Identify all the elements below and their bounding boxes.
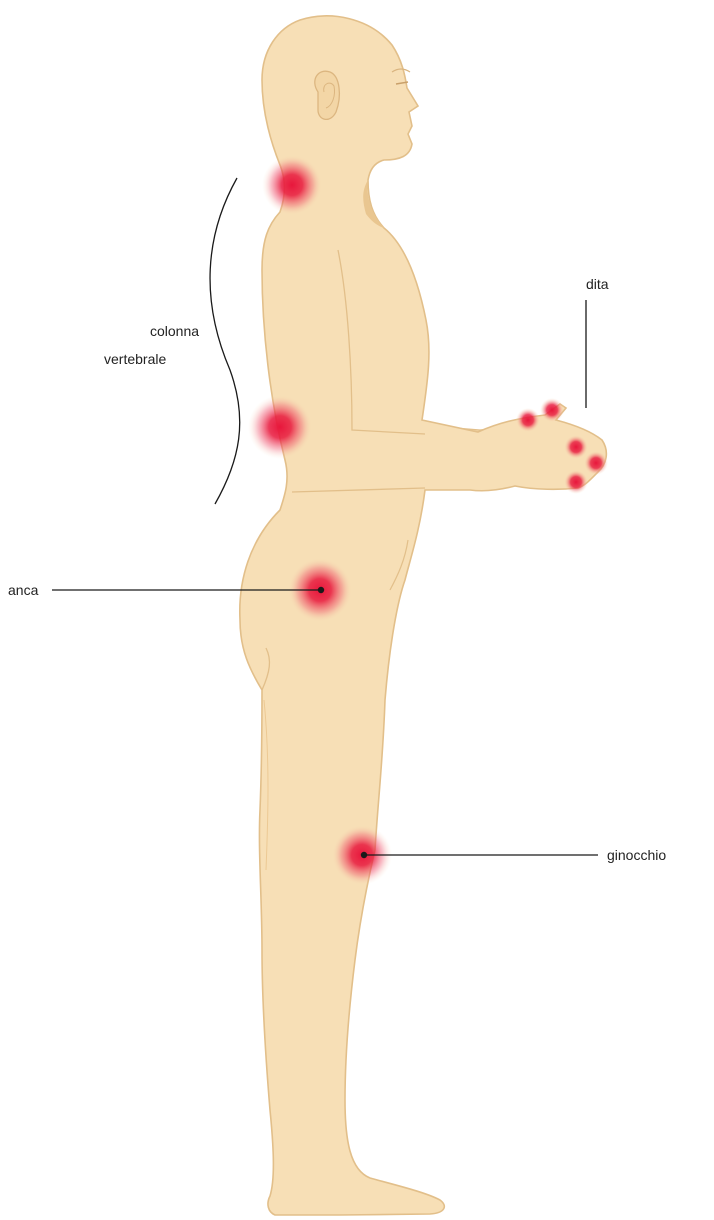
pain-spot-lower-back <box>248 395 312 459</box>
ear <box>315 71 340 119</box>
knee-leader-dot <box>361 852 367 858</box>
pain-spot-finger-1 <box>516 408 540 432</box>
pain-spot-finger-5 <box>564 470 588 494</box>
spine-label-line1: colonna <box>150 322 199 340</box>
pain-spot-finger-2 <box>540 398 564 422</box>
fingers-label: dita <box>586 275 609 293</box>
knee-label: ginocchio <box>607 846 666 864</box>
spine-label-line2: vertebrale <box>104 350 166 368</box>
pain-spot-neck <box>262 155 322 215</box>
hip-label: anca <box>8 581 38 599</box>
pain-spot-finger-3 <box>564 435 588 459</box>
pain-spot-finger-4 <box>584 451 608 475</box>
spine-bracket <box>210 178 240 504</box>
hip-leader-dot <box>318 587 324 593</box>
